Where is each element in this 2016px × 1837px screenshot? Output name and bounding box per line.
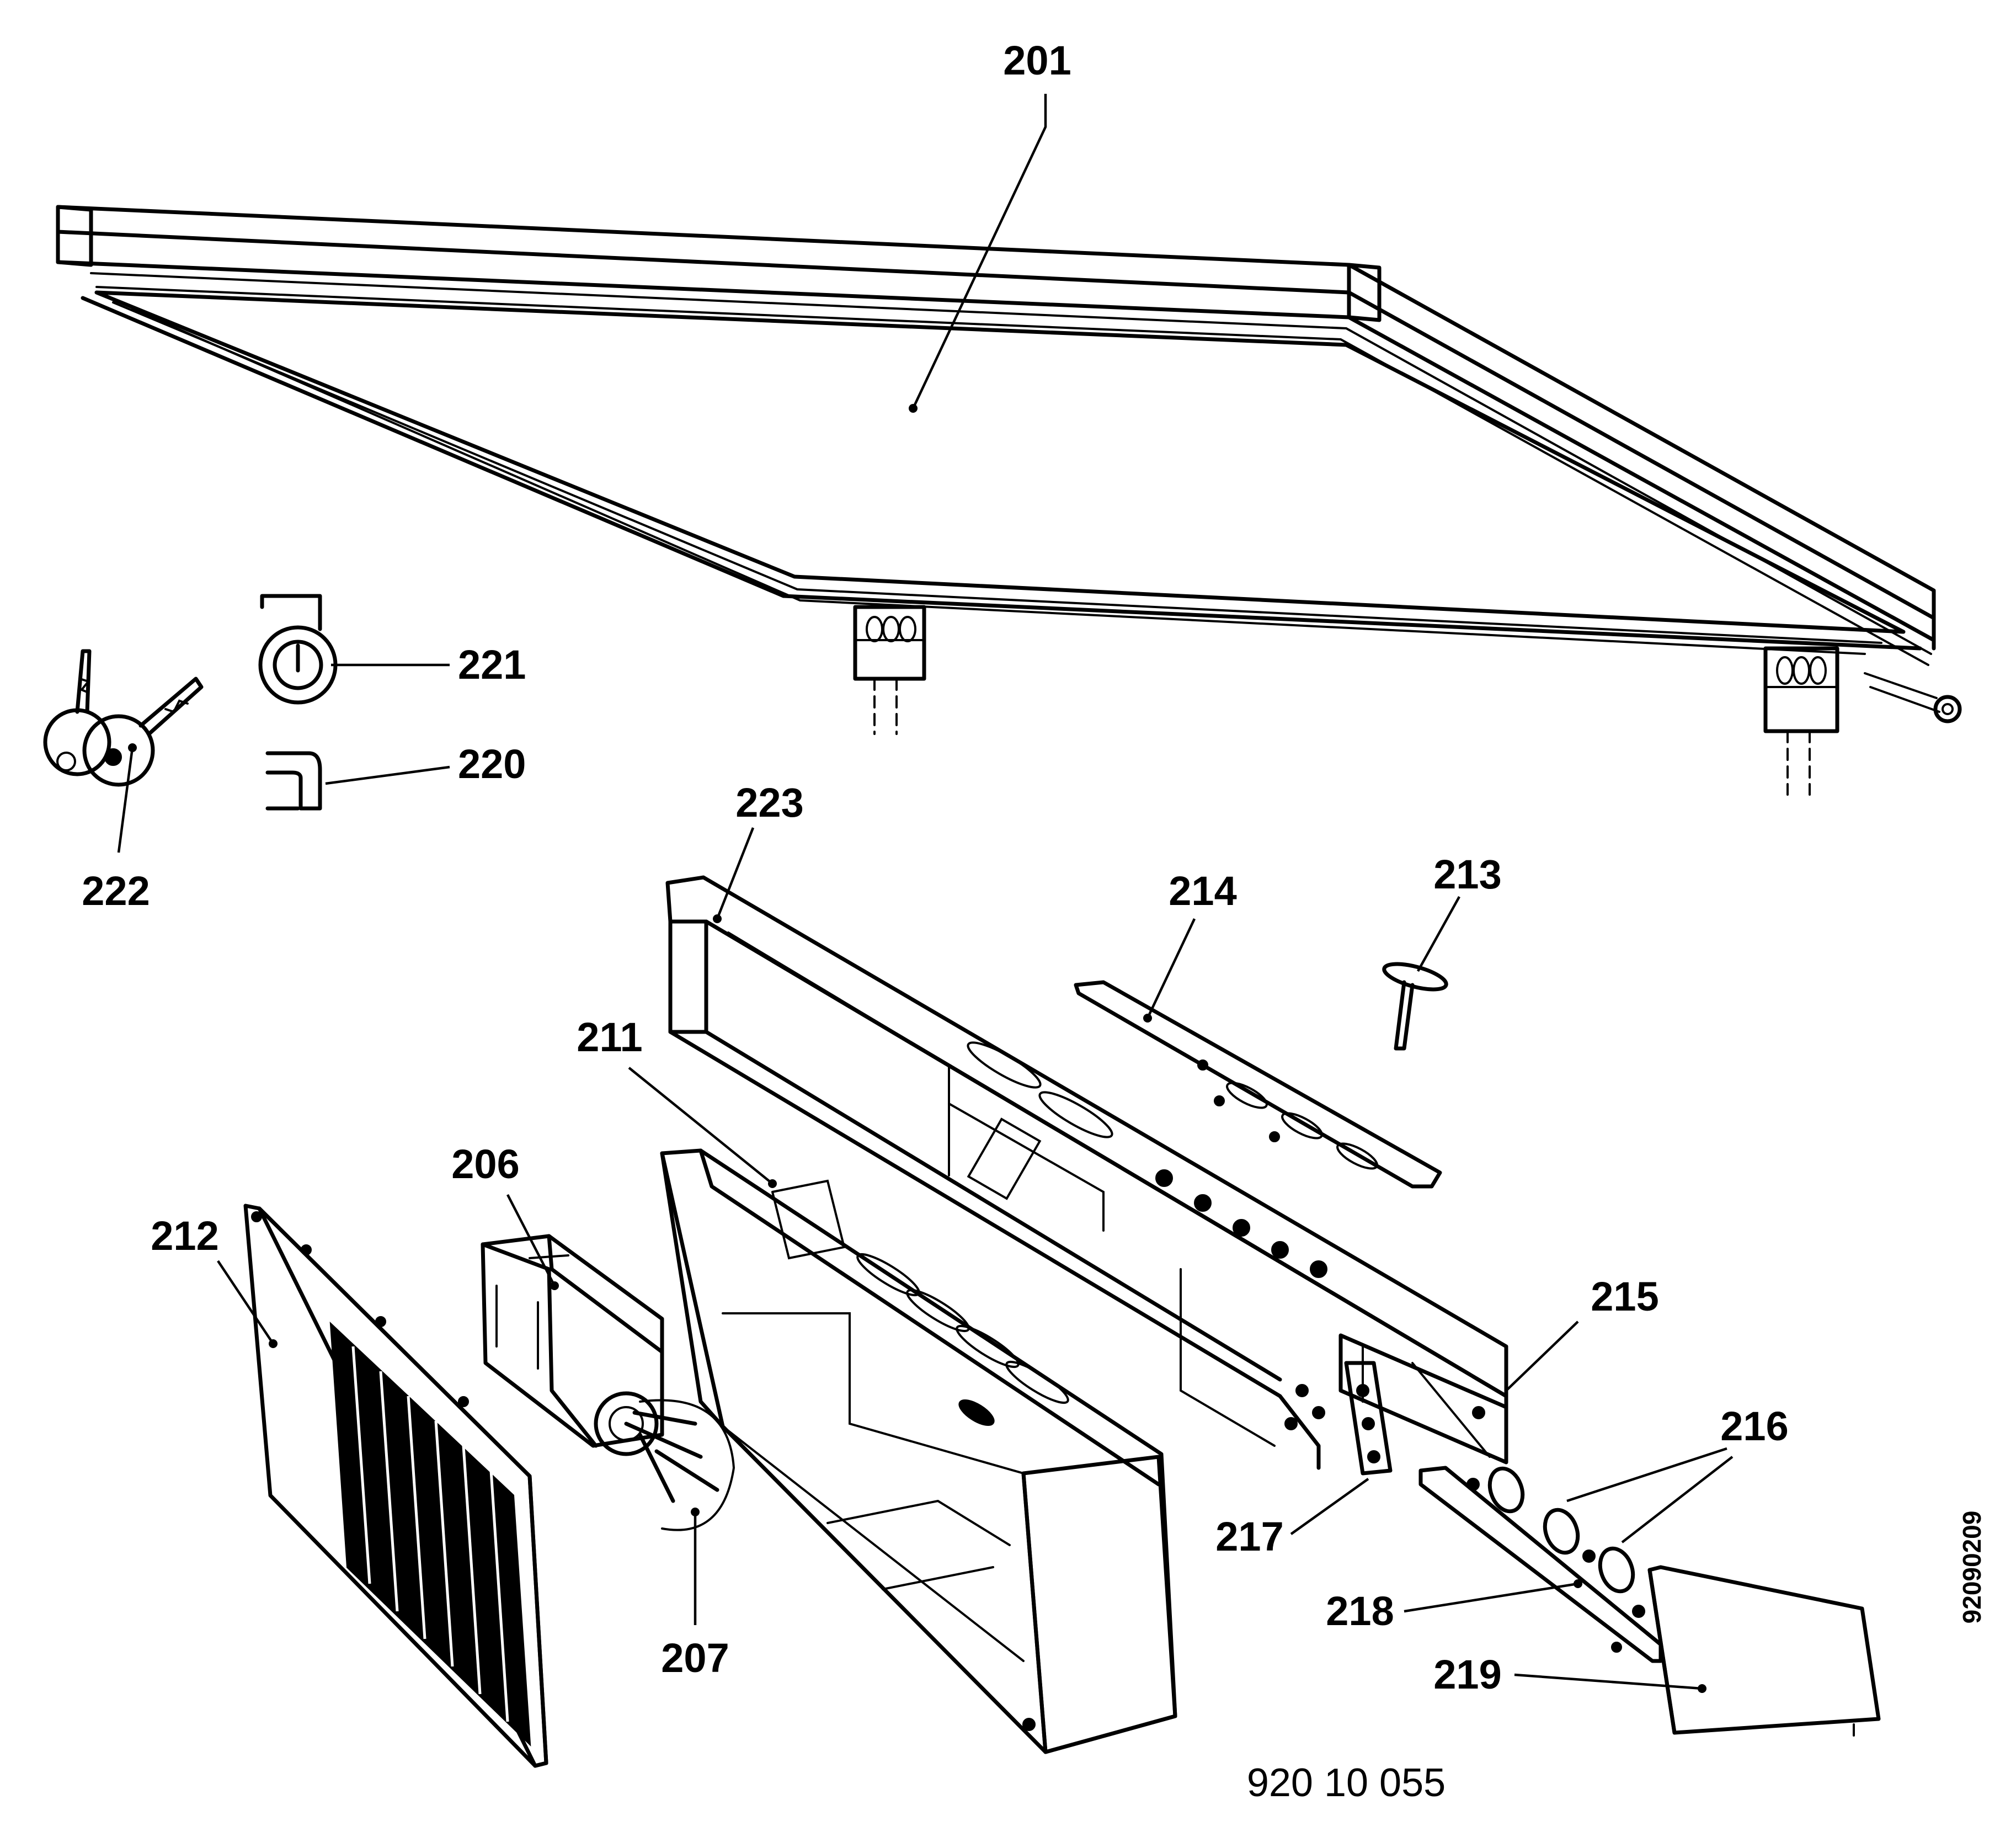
callout-218: 218 <box>1326 1588 1394 1634</box>
part-212-grille-panel: 212 <box>151 1204 548 1768</box>
part-201-lid-frame: 201 <box>56 38 1962 796</box>
part-206-fan-housing: 206 <box>451 1141 664 1448</box>
part-207-fan: 207 <box>594 1391 735 1681</box>
callout-217: 217 <box>1215 1514 1283 1559</box>
drawing-number: 920 10 055 <box>1247 1761 1446 1805</box>
callout-220: 220 <box>458 741 526 787</box>
part-216-knobs: 216 <box>1566 1403 1789 1543</box>
callout-211: 211 <box>577 1014 642 1060</box>
callout-214: 214 <box>1169 868 1236 914</box>
callout-213: 213 <box>1433 851 1501 897</box>
callout-207: 207 <box>661 1635 729 1681</box>
callout-215: 215 <box>1591 1274 1658 1319</box>
part-215-end-cap: 215 <box>1505 1274 1659 1392</box>
part-214-plate: 214 <box>1074 868 1442 1189</box>
part-217-bracket: 217 <box>1215 1361 1393 1559</box>
callout-212: 212 <box>151 1213 218 1259</box>
part-223-control-housing: 223 <box>665 780 1508 1470</box>
part-221-lock: 221 <box>258 594 526 705</box>
side-id-number: 92090209 <box>1958 1511 1986 1624</box>
callout-201: 201 <box>1003 38 1071 83</box>
part-213-pin: 213 <box>1382 851 1502 1051</box>
callout-223: 223 <box>735 780 803 826</box>
part-222-keys: 222 <box>43 649 204 914</box>
callout-222: 222 <box>82 868 150 914</box>
callout-216: 216 <box>1720 1403 1788 1449</box>
callout-219: 219 <box>1433 1652 1501 1697</box>
part-211-base-tray: 211 <box>577 1014 1177 1754</box>
part-220-clip: 220 <box>265 741 526 811</box>
callout-206: 206 <box>451 1141 519 1187</box>
part-219-cover: 219 <box>1433 1565 1881 1737</box>
callout-221: 221 <box>458 642 526 688</box>
part-218-control-strip: 218 <box>1326 1466 1663 1663</box>
